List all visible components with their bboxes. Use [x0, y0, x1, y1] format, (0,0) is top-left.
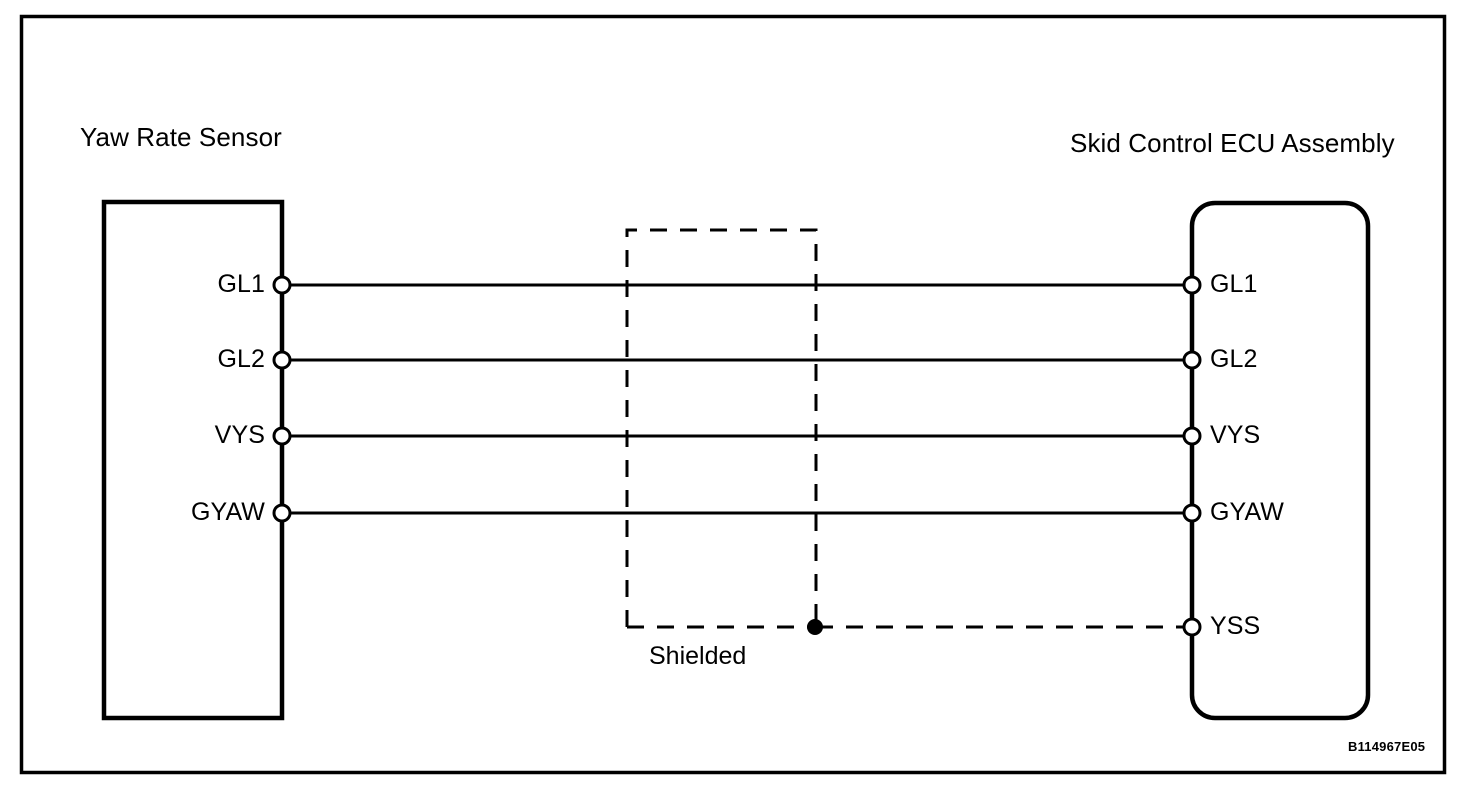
terminal-right-yss	[1182, 617, 1202, 637]
yaw-rate-sensor-connector-body	[101, 199, 285, 721]
pin-label-right-vys: VYS	[1210, 421, 1261, 449]
yaw-rate-sensor-title: Yaw Rate Sensor	[80, 122, 282, 152]
pin-label-right-yss: YSS	[1210, 612, 1261, 640]
terminal-left-vys	[272, 426, 292, 446]
skid-control-ecu-title: Skid Control ECU Assembly	[1070, 128, 1395, 158]
pin-label-right-gl1: GL1	[1210, 270, 1258, 298]
pin-label-right-gyaw: GYAW	[1210, 498, 1285, 526]
terminal-left-gl1	[272, 275, 292, 295]
shield-enclosure-outline	[625, 228, 818, 627]
terminal-right-gyaw	[1182, 503, 1202, 523]
diagram-outer-frame	[19, 14, 1447, 775]
terminal-right-gl2	[1182, 350, 1202, 370]
pin-label-left-gyaw: GYAW	[190, 498, 265, 526]
terminal-right-vys	[1182, 426, 1202, 446]
pin-label-right-gl2: GL2	[1210, 345, 1258, 373]
pin-label-left-vys: VYS	[214, 421, 265, 449]
pin-label-left-gl1: GL1	[217, 270, 265, 298]
reference-code: B114967E05	[1348, 739, 1426, 754]
skid-control-ecu-connector-body	[1189, 200, 1371, 721]
shielded-label: Shielded	[649, 642, 747, 670]
shield-junction-dot	[807, 619, 823, 635]
terminal-left-gyaw	[272, 503, 292, 523]
pin-label-left-gl2: GL2	[217, 345, 265, 373]
terminal-right-gl1	[1182, 275, 1202, 295]
terminal-left-gl2	[272, 350, 292, 370]
